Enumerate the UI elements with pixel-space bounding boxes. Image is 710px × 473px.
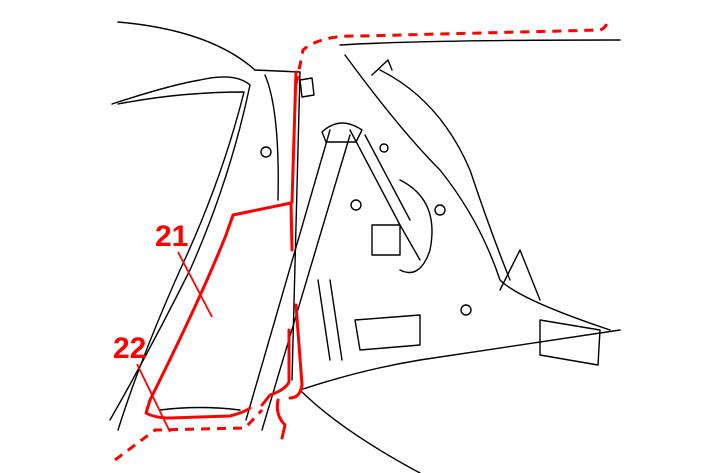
body-structure-lines (109, 21, 621, 473)
highlighted-trim-21 (144, 70, 304, 440)
leader-line-22 (136, 363, 171, 433)
callout-21: 21 (155, 220, 189, 253)
callout-22: 22 (113, 332, 147, 365)
highlighted-edge-22 (114, 17, 610, 462)
leader-line-21 (177, 251, 213, 318)
leader-lines (136, 251, 213, 433)
